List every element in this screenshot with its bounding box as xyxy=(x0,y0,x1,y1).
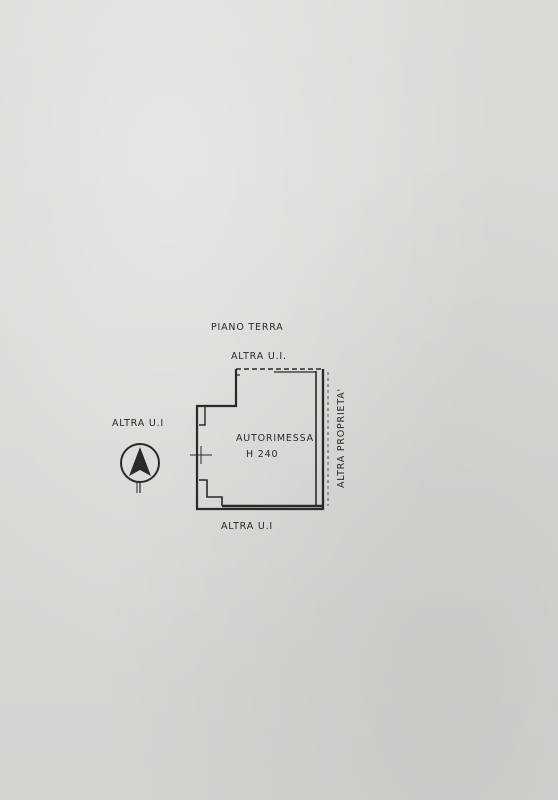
adjacent-unit-top-label: ALTRA U.I. xyxy=(231,351,287,362)
adjacent-unit-left-label: ALTRA U.I xyxy=(112,418,164,429)
door-marker xyxy=(190,446,212,464)
garage-walls xyxy=(195,368,329,511)
floor-label: PIANO TERRA xyxy=(211,322,284,333)
adjacent-unit-bottom-label: ALTRA U.I xyxy=(221,521,273,532)
north-arrow-icon xyxy=(120,443,160,493)
room-name-label: AUTORIMESSA xyxy=(236,433,314,444)
room-height-label: H 240 xyxy=(246,449,279,460)
